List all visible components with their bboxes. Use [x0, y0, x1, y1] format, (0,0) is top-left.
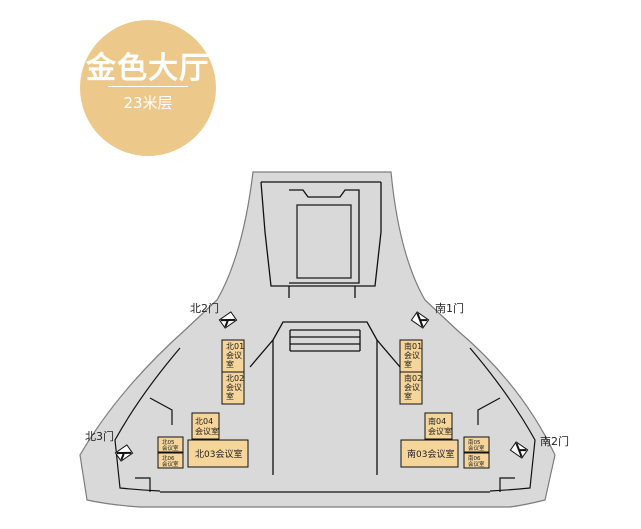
- room-north05[interactable]: 北05 会议室: [157, 436, 184, 453]
- room-north04[interactable]: 北04 会议室: [191, 412, 220, 440]
- room-south02[interactable]: 南02 会议 室: [399, 371, 423, 405]
- floor-badge: 金色大厅 23米层: [80, 20, 216, 156]
- central-stair: [249, 321, 401, 475]
- room-south01-line2: 会议: [404, 350, 420, 360]
- room-south04-line1: 南04: [428, 416, 446, 426]
- room-north04-line1: 北04: [195, 417, 213, 426]
- room-north02-line1: 北02: [226, 374, 244, 383]
- room-south05-line2: 会议室: [468, 444, 485, 452]
- room-north06-line1: 北06: [162, 454, 175, 462]
- badge-title: 金色大厅: [86, 51, 210, 86]
- room-north01-line1: 北01: [226, 342, 244, 351]
- room-north02[interactable]: 北02 会议 室: [221, 371, 245, 405]
- door-north3-icon: [114, 444, 134, 462]
- room-north03-label: 北03会议室: [195, 448, 242, 460]
- room-south04-line2: 会议室: [428, 426, 452, 436]
- room-south03[interactable]: 南03会议室: [400, 439, 459, 468]
- door-label-north2: 北2门: [190, 301, 219, 315]
- room-north03[interactable]: 北03会议室: [187, 439, 249, 468]
- room-north05-line1: 北05: [162, 438, 175, 446]
- room-south01-line1: 南01: [404, 341, 422, 351]
- room-north01[interactable]: 北01 会议 室: [221, 339, 245, 373]
- room-south04[interactable]: 南04 会议室: [424, 412, 453, 440]
- room-south05[interactable]: 南05 会议室: [463, 436, 490, 453]
- room-south02-line1: 南02: [404, 373, 422, 383]
- room-north01-line2: 会议: [226, 350, 242, 360]
- room-south01-line3: 室: [404, 359, 412, 369]
- room-north01-line3: 室: [226, 359, 234, 369]
- room-south06[interactable]: 南06 会议室: [463, 452, 490, 469]
- room-north05-line2: 会议室: [162, 444, 179, 452]
- door-label-north3: 北3门: [85, 429, 114, 443]
- door-south1-icon: [410, 311, 430, 329]
- room-south05-line1: 南05: [468, 438, 481, 446]
- door-label-south1: 南1门: [435, 301, 464, 315]
- door-south2-icon: [509, 441, 529, 459]
- room-north06[interactable]: 北06 会议室: [157, 452, 184, 469]
- badge-floor-level: 23米层: [123, 94, 173, 112]
- room-south02-line3: 室: [404, 391, 412, 401]
- inner-walls: [114, 347, 536, 493]
- badge-divider: [108, 86, 188, 87]
- room-north04-line2: 会议室: [195, 426, 219, 436]
- room-south06-line2: 会议室: [468, 460, 485, 468]
- door-label-south2: 南2门: [540, 434, 569, 448]
- room-north02-line3: 室: [226, 391, 234, 401]
- room-north06-line2: 会议室: [162, 460, 179, 468]
- room-south02-line2: 会议: [404, 382, 420, 392]
- room-south01[interactable]: 南01 会议 室: [399, 339, 423, 373]
- room-north02-line2: 会议: [226, 382, 242, 392]
- room-south03-label: 南03会议室: [407, 448, 454, 460]
- door-north2-icon: [218, 311, 238, 329]
- room-south06-line1: 南06: [468, 454, 481, 462]
- top-hall-block: [260, 181, 382, 298]
